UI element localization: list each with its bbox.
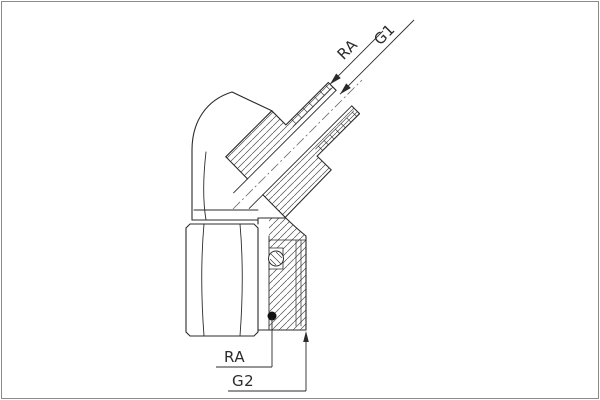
port-bore-strip bbox=[258, 200, 269, 330]
label-ra-bottom: RA bbox=[224, 348, 245, 366]
branch-centerline bbox=[232, 79, 363, 210]
seal-point-dot bbox=[267, 311, 277, 321]
bore-edges bbox=[233, 89, 353, 209]
hatch-section-port bbox=[258, 218, 306, 330]
arrowhead-g2 bbox=[303, 331, 309, 342]
body-left-silhouette bbox=[191, 91, 273, 221]
leader-line-ra-bottom bbox=[216, 318, 273, 368]
leader-line-g1 bbox=[339, 19, 415, 95]
port-column-outline bbox=[257, 217, 307, 331]
arrowhead-ra-top bbox=[330, 73, 341, 85]
stud-upper-edge bbox=[285, 81, 329, 126]
leader-line-g2 bbox=[228, 342, 307, 392]
stud-shoulder-upper bbox=[271, 110, 287, 126]
o-ring-circle bbox=[268, 250, 284, 267]
label-g2: G2 bbox=[232, 372, 254, 390]
branch-body-junction bbox=[284, 216, 307, 237]
dimension-leaders bbox=[216, 19, 415, 392]
nut-hex-curves bbox=[201, 223, 243, 337]
stud-tip-face bbox=[327, 81, 361, 115]
body-hex-curve bbox=[203, 151, 207, 221]
port-thread-lines bbox=[268, 239, 307, 327]
fitting-outline bbox=[185, 81, 361, 337]
stud-lower-edge bbox=[316, 113, 361, 157]
leader-line-ra-top bbox=[329, 30, 384, 85]
o-ring-hatch bbox=[269, 251, 283, 266]
branch-hex-upper-edge bbox=[225, 110, 273, 158]
dimension-arrows bbox=[303, 73, 351, 342]
arrowhead-g1 bbox=[340, 83, 351, 95]
elbow-inner-junction bbox=[225, 156, 286, 218]
stud-shoulder-lower bbox=[316, 155, 332, 171]
nut-outline bbox=[185, 223, 259, 337]
branch-hex-lower-edge bbox=[284, 169, 332, 218]
o-ring-section bbox=[268, 250, 284, 267]
stud-thread-ticks bbox=[291, 85, 357, 151]
stud-thread-roots bbox=[292, 87, 355, 150]
